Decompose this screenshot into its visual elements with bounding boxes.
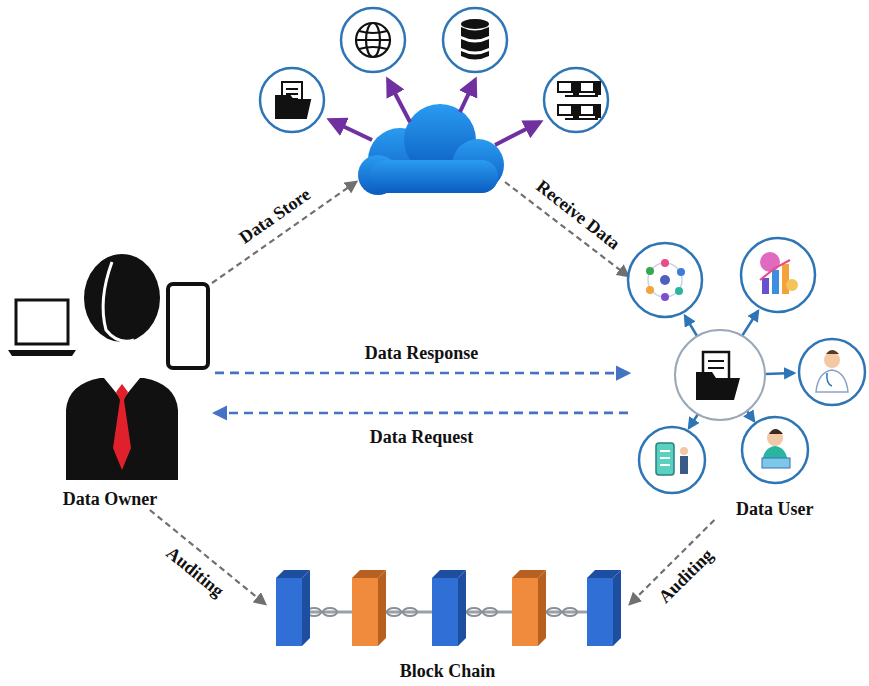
icon-circles (260, 8, 608, 132)
node-label: Data User (736, 499, 813, 520)
connector (150, 510, 265, 604)
chain-block (587, 570, 621, 646)
edge-label: Auditing (163, 542, 229, 601)
node-label: Data Owner (63, 489, 157, 510)
connector (215, 372, 628, 375)
chain-block (432, 570, 466, 646)
database-icon (461, 19, 489, 60)
computers-icon (558, 82, 600, 119)
cloud-arrows (330, 80, 540, 145)
folder-icon (276, 82, 310, 118)
chain-block (512, 570, 546, 646)
data-user: Data User (628, 232, 868, 520)
link-label: Receive Data (532, 176, 624, 254)
cloud (358, 104, 504, 195)
edge-label: Auditing (655, 545, 718, 608)
node-label: Block Chain (400, 661, 496, 682)
chain-block (276, 570, 310, 646)
data-owner-figure (8, 254, 208, 480)
link-label: Data Store (235, 184, 314, 248)
globe-icon (356, 23, 390, 57)
edge-label: Data Response (365, 343, 479, 364)
connector (630, 520, 714, 604)
chain-block (352, 570, 386, 646)
blockchain-drawing (276, 570, 621, 646)
connector (215, 412, 628, 415)
cloud-links (212, 182, 628, 283)
edge-label: Data Request (370, 427, 474, 448)
data-user-cluster (628, 238, 865, 493)
data-owner: Data Owner (5, 258, 215, 510)
block-chain: Block Chain (265, 560, 630, 682)
